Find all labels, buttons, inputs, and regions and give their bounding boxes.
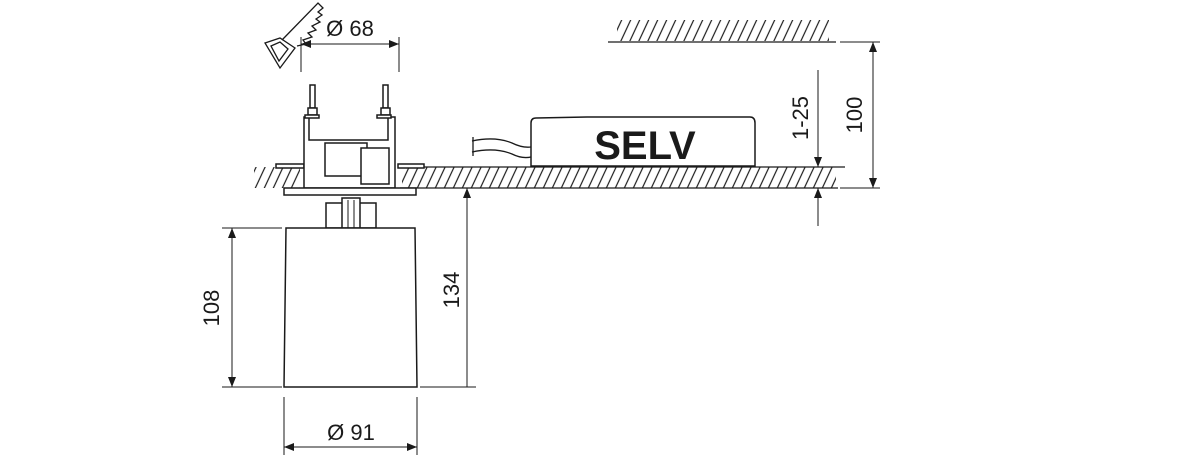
cutout-diameter-label: Ø 68 [326, 16, 374, 41]
luminaire-body [283, 227, 418, 388]
installation-depth-label: 100 [842, 97, 867, 134]
ceiling-panel [254, 166, 845, 189]
body-height-dimension: 108 [199, 227, 282, 388]
ceiling-thickness-dimension: 1-25 [788, 70, 822, 226]
ceiling-thickness-label: 1-25 [788, 96, 813, 140]
recessed-housing [275, 84, 425, 196]
body-height-label: 108 [199, 290, 224, 327]
body-diameter-label: Ø 91 [327, 420, 375, 445]
total-height-dimension: 134 [420, 188, 476, 388]
selv-driver: SELV [471, 116, 756, 168]
installation-depth-dimension: 100 [840, 41, 880, 189]
body-diameter-dimension: Ø 91 [283, 397, 418, 455]
driver-label: SELV [594, 124, 696, 168]
upper-slab [608, 20, 836, 43]
saw-icon [264, 2, 324, 70]
connector [325, 197, 377, 229]
total-height-label: 134 [439, 272, 464, 309]
cutout-diameter-dimension: Ø 68 [300, 16, 400, 72]
